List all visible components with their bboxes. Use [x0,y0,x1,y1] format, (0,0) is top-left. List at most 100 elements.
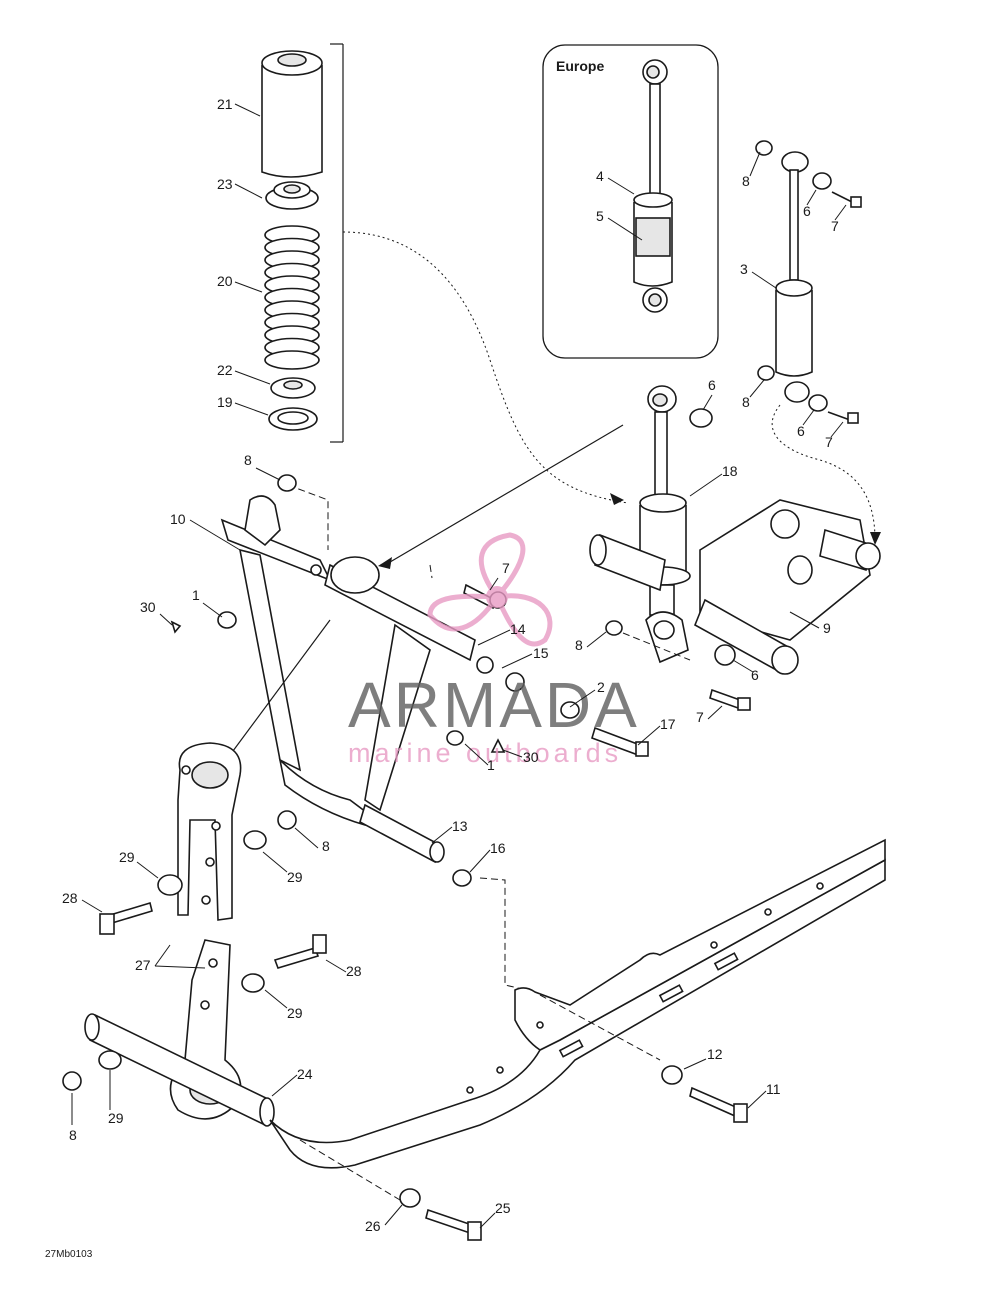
leader-line [136,861,159,879]
leader-line [234,183,263,199]
leader-line [749,151,761,177]
leader-line [747,1090,767,1109]
leader-line [806,189,817,206]
leader-line [81,899,103,913]
spring-upper-retainer [265,181,319,210]
leader-line [154,944,171,967]
inset-title: Europe [556,58,604,74]
spring-boot [261,50,323,178]
part-number-28: 28 [62,890,78,906]
part-number-5: 5 [596,208,604,224]
part-number-20: 20 [217,273,233,289]
coil-spring [264,225,320,370]
part-number-6: 6 [751,667,759,683]
europe-inset: Europe [542,44,719,359]
leader-line [789,611,820,629]
part-number-29: 29 [287,869,303,885]
part-number-11: 11 [766,1081,781,1097]
part-number-10: 10 [170,511,186,527]
part-number-30: 30 [523,749,539,765]
part-number-6: 6 [797,423,805,439]
leader-line [502,749,523,758]
leader-line [802,409,815,426]
part-number-1: 1 [192,587,200,603]
part-number-21: 21 [217,96,233,112]
part-number-29: 29 [287,1005,303,1021]
leader-line [262,851,288,873]
part-number-7: 7 [831,218,839,234]
watermark-tagline: marine outboards [348,738,622,768]
leader-line [749,379,765,398]
leader-line [637,725,661,746]
figure-code: 27Mb0103 [45,1249,93,1260]
part-number-1: 1 [487,757,495,773]
part-number-12: 12 [707,1046,723,1062]
part-number-19: 19 [217,394,233,410]
part-number-7: 7 [696,709,704,725]
rear-shock-absorber [755,140,881,545]
part-number-28: 28 [346,963,362,979]
leader-line [477,629,511,646]
rear-arm [589,499,881,711]
part-number-14: 14 [510,621,526,637]
slide-rail [269,838,886,1241]
leader-line [234,103,261,117]
part-number-8: 8 [575,637,583,653]
part-number-9: 9 [823,620,831,636]
leader-line [234,370,271,385]
leader-line [732,659,754,673]
leader-line [834,204,847,221]
part-number-15: 15 [533,645,549,661]
spring-lower-retainer [270,377,316,399]
part-number-6: 6 [708,377,716,393]
part-number-27: 27 [135,957,151,973]
part-number-2: 2 [597,679,605,695]
europe-shock-absorber [633,59,673,313]
leader-line [325,959,347,973]
spring-coil-turn [264,350,320,370]
leader-line [154,965,206,969]
leader-line [689,473,723,497]
leader-line [271,1074,298,1097]
leader-line [489,577,499,591]
leader-line [479,1212,496,1229]
leader-line [189,519,241,551]
watermark-brand: ARMADA [348,669,640,741]
part-number-8: 8 [742,394,750,410]
leader-line [202,602,223,618]
spring-washer [268,407,318,431]
part-number-25: 25 [495,1200,511,1216]
propeller-icon [427,532,553,647]
leader-line [607,217,643,241]
leader-line [255,467,281,481]
part-number-3: 3 [740,261,748,277]
leader-line [751,271,777,289]
part-number-29: 29 [119,849,135,865]
part-number-30: 30 [140,599,156,615]
leader-line [702,394,713,411]
part-number-8: 8 [322,838,330,854]
part-number-26: 26 [365,1218,381,1234]
leader-line [294,827,319,849]
leader-line [469,849,491,873]
part-number-24: 24 [297,1066,313,1082]
leader-line [464,743,489,766]
part-number-18: 18 [722,463,738,479]
watermark-logo: ARMADA marine outboards [348,532,640,768]
part-number-7: 7 [825,434,833,450]
leader-line [384,1204,403,1226]
part-number-17: 17 [660,716,676,732]
leader-line [234,402,269,416]
leader-line [707,705,723,720]
leader-line [264,989,288,1009]
part-number-23: 23 [217,176,233,192]
spring-assembly [261,43,629,504]
part-number-16: 16 [490,840,506,856]
part-number-8: 8 [69,1127,77,1143]
leader-line [830,421,844,438]
part-number-8: 8 [244,452,252,468]
part-number-29: 29 [108,1110,124,1126]
leader-line [607,177,635,195]
